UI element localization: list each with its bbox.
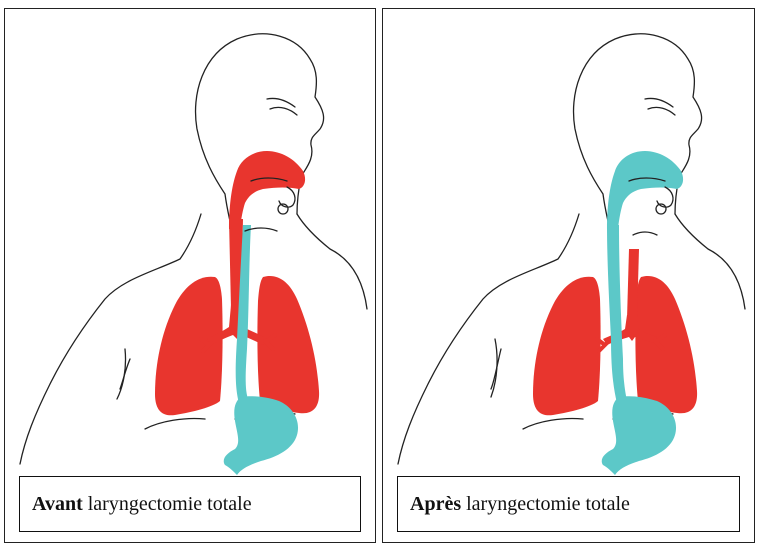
right-lung xyxy=(635,276,697,413)
anatomy-after-illustration xyxy=(383,9,755,543)
trachea xyxy=(627,249,639,319)
caption-before: Avant laryngectomie totale xyxy=(19,476,361,532)
caption-after: Après laryngectomie totale xyxy=(397,476,740,532)
left-lung xyxy=(155,277,223,416)
caption-before-bold: Avant xyxy=(32,493,83,516)
stomach xyxy=(602,396,676,475)
caption-before-text: laryngectomie totale xyxy=(88,493,252,516)
stomach xyxy=(224,396,298,475)
left-lung xyxy=(533,277,601,416)
caption-after-bold: Après xyxy=(410,493,461,516)
panel-after: Après laryngectomie totale xyxy=(382,8,755,543)
anatomy-before-illustration xyxy=(5,9,376,543)
esophagus xyxy=(607,225,627,403)
nasal-oral-cavity xyxy=(229,151,305,229)
caption-after-text: laryngectomie totale xyxy=(466,493,630,516)
panel-before: Avant laryngectomie totale xyxy=(4,8,376,543)
nasal-oral-cavity xyxy=(607,151,683,229)
